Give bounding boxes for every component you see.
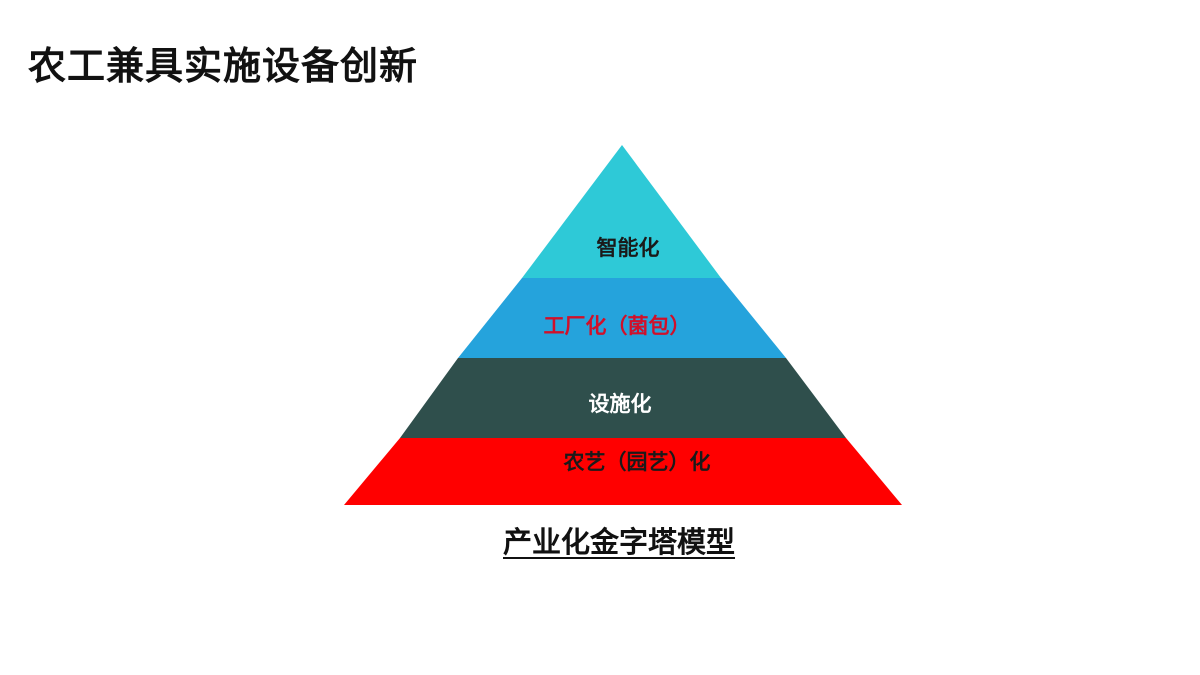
tier-label-factory: 工厂化（菌包） <box>544 313 691 338</box>
slide-title: 农工兼具实施设备创新 <box>28 44 419 88</box>
diagram-caption: 产业化金字塔模型 <box>503 525 736 559</box>
pyramid-tier-factory <box>458 278 786 358</box>
pyramid-tier-horticulture <box>344 438 902 505</box>
tier-label-facility: 设施化 <box>589 391 652 416</box>
pyramid-tier-facility <box>400 358 846 438</box>
tier-label-horticulture: 农艺（园艺）化 <box>563 449 711 474</box>
pyramid-tier-intelligent <box>522 145 721 278</box>
tier-label-intelligent: 智能化 <box>597 235 660 260</box>
